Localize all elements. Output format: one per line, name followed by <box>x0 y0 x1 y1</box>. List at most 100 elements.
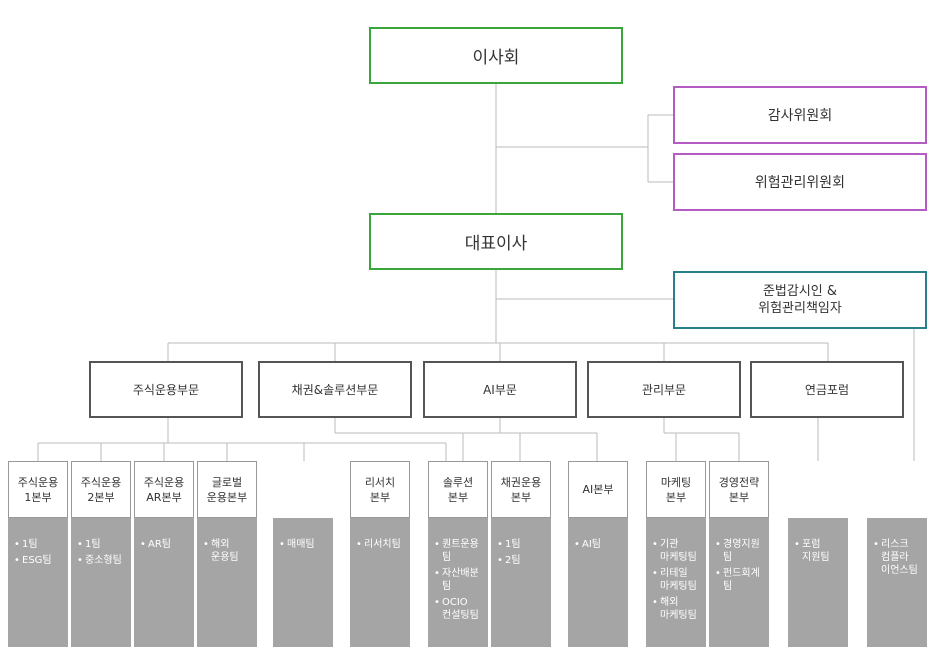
bullet-icon: • <box>574 539 580 550</box>
department-name-line: AI본부 <box>582 483 614 496</box>
team-name: ESG팀 <box>22 554 64 567</box>
department-name-line: 솔루션 <box>442 475 474 489</box>
bullet-icon: • <box>77 539 83 550</box>
risk-committee-box: 위험관리위원회 <box>673 153 927 211</box>
department-name-line: 2본부 <box>87 490 115 504</box>
team-name-line: 마케팅팀 <box>660 610 697 621</box>
audit-committee-label: 감사위원회 <box>767 108 833 124</box>
team-name-line: 컨설팅팀 <box>442 610 479 621</box>
division-equity-label: 주식운용부문 <box>132 383 200 397</box>
bullet-icon: • <box>77 555 83 566</box>
department-name-line: AR본부 <box>146 490 182 504</box>
team-list: •1팀 •ESG팀 <box>8 518 68 647</box>
team-name: 중소형팀 <box>85 554 127 567</box>
department-column: AI본부 •AI팀 <box>568 461 628 647</box>
department-name-line: 본부 <box>510 490 532 504</box>
team-list: •1팀•중소형팀 <box>71 518 131 647</box>
department-name-line: 채권운용 <box>500 475 542 489</box>
department-name-line: 주식운용 <box>80 475 122 489</box>
team-name-line: 해외 <box>211 539 230 550</box>
team-name-line: 컴플라 <box>881 552 909 563</box>
team-list: •리서치팀 <box>350 518 410 647</box>
department-name-line: 마케팅 <box>660 475 692 489</box>
team-name-line: OCIO <box>442 597 468 608</box>
team-name: 매매팀 <box>287 538 329 551</box>
bullet-icon: • <box>140 539 146 550</box>
bullet-icon: • <box>14 555 20 566</box>
division-management-box: 관리부문 <box>587 361 741 418</box>
team-name-line: 지원팀 <box>802 552 830 563</box>
bullet-icon: • <box>652 539 658 550</box>
team-list: •AI팀 <box>568 518 628 647</box>
bullet-icon: • <box>794 539 800 550</box>
board-box: 이사회 <box>369 27 623 84</box>
bullet-icon: • <box>203 539 209 550</box>
bullet-icon: • <box>434 568 440 579</box>
team-name: 1팀 <box>22 538 64 551</box>
team-name-line: 운용팀 <box>211 552 239 563</box>
division-ai-box: AI부문 <box>423 361 577 418</box>
team-name-line: 자산배분팀 <box>442 568 479 592</box>
team-item: •AR팀 <box>138 538 190 551</box>
team-item: •1팀 <box>75 538 127 551</box>
team-name: AR팀 <box>148 538 190 551</box>
team-item: •1팀 <box>12 538 64 551</box>
team-name: 경영지원팀 <box>723 538 765 564</box>
team-item: •퀀트운용팀 <box>432 538 484 564</box>
division-pension-forum-box: 연금포럼 <box>750 361 904 418</box>
board-label: 이사회 <box>472 48 520 68</box>
compliance-officer-box: 준법감시인 & 위험관리책임자 <box>673 271 927 329</box>
team-name-line: AR팀 <box>148 539 171 550</box>
department-name-line: 본부 <box>447 490 469 504</box>
team-item: •OCIO 컨설팅팀 <box>432 596 484 622</box>
team-name-line: 리스크 <box>881 539 909 550</box>
bullet-icon: • <box>715 539 721 550</box>
bullet-icon: • <box>652 597 658 608</box>
team-name-line: 펀드회계팀 <box>723 568 760 592</box>
team-name: 1팀 <box>85 538 127 551</box>
department-name-line: 주식운용 <box>17 475 59 489</box>
department-column: •매매팀 <box>273 461 333 647</box>
department-name-line: 1본부 <box>24 490 52 504</box>
bullet-icon: • <box>434 597 440 608</box>
team-name: 자산배분팀 <box>442 567 484 593</box>
team-item: •경영지원팀 <box>713 538 765 564</box>
team-name-line: 중소형팀 <box>85 555 122 566</box>
team-name: OCIO 컨설팅팀 <box>442 596 484 622</box>
team-name: 1팀 <box>505 538 547 551</box>
bullet-icon: • <box>279 539 285 550</box>
department-name-line: 경영전략 <box>718 475 760 489</box>
team-name: AI팀 <box>582 538 624 551</box>
team-item: •자산배분팀 <box>432 567 484 593</box>
department-name-line: 글로벌 <box>211 475 243 489</box>
department-name-line: 본부 <box>665 490 687 504</box>
team-name-line: 포럼 <box>802 539 821 550</box>
team-name-line: 리서치팀 <box>364 539 401 550</box>
team-name: 리서치팀 <box>364 538 406 551</box>
department-name-line: 본부 <box>728 490 750 504</box>
department-name: AI본부 <box>568 461 628 518</box>
team-list: •매매팀 <box>273 518 333 647</box>
